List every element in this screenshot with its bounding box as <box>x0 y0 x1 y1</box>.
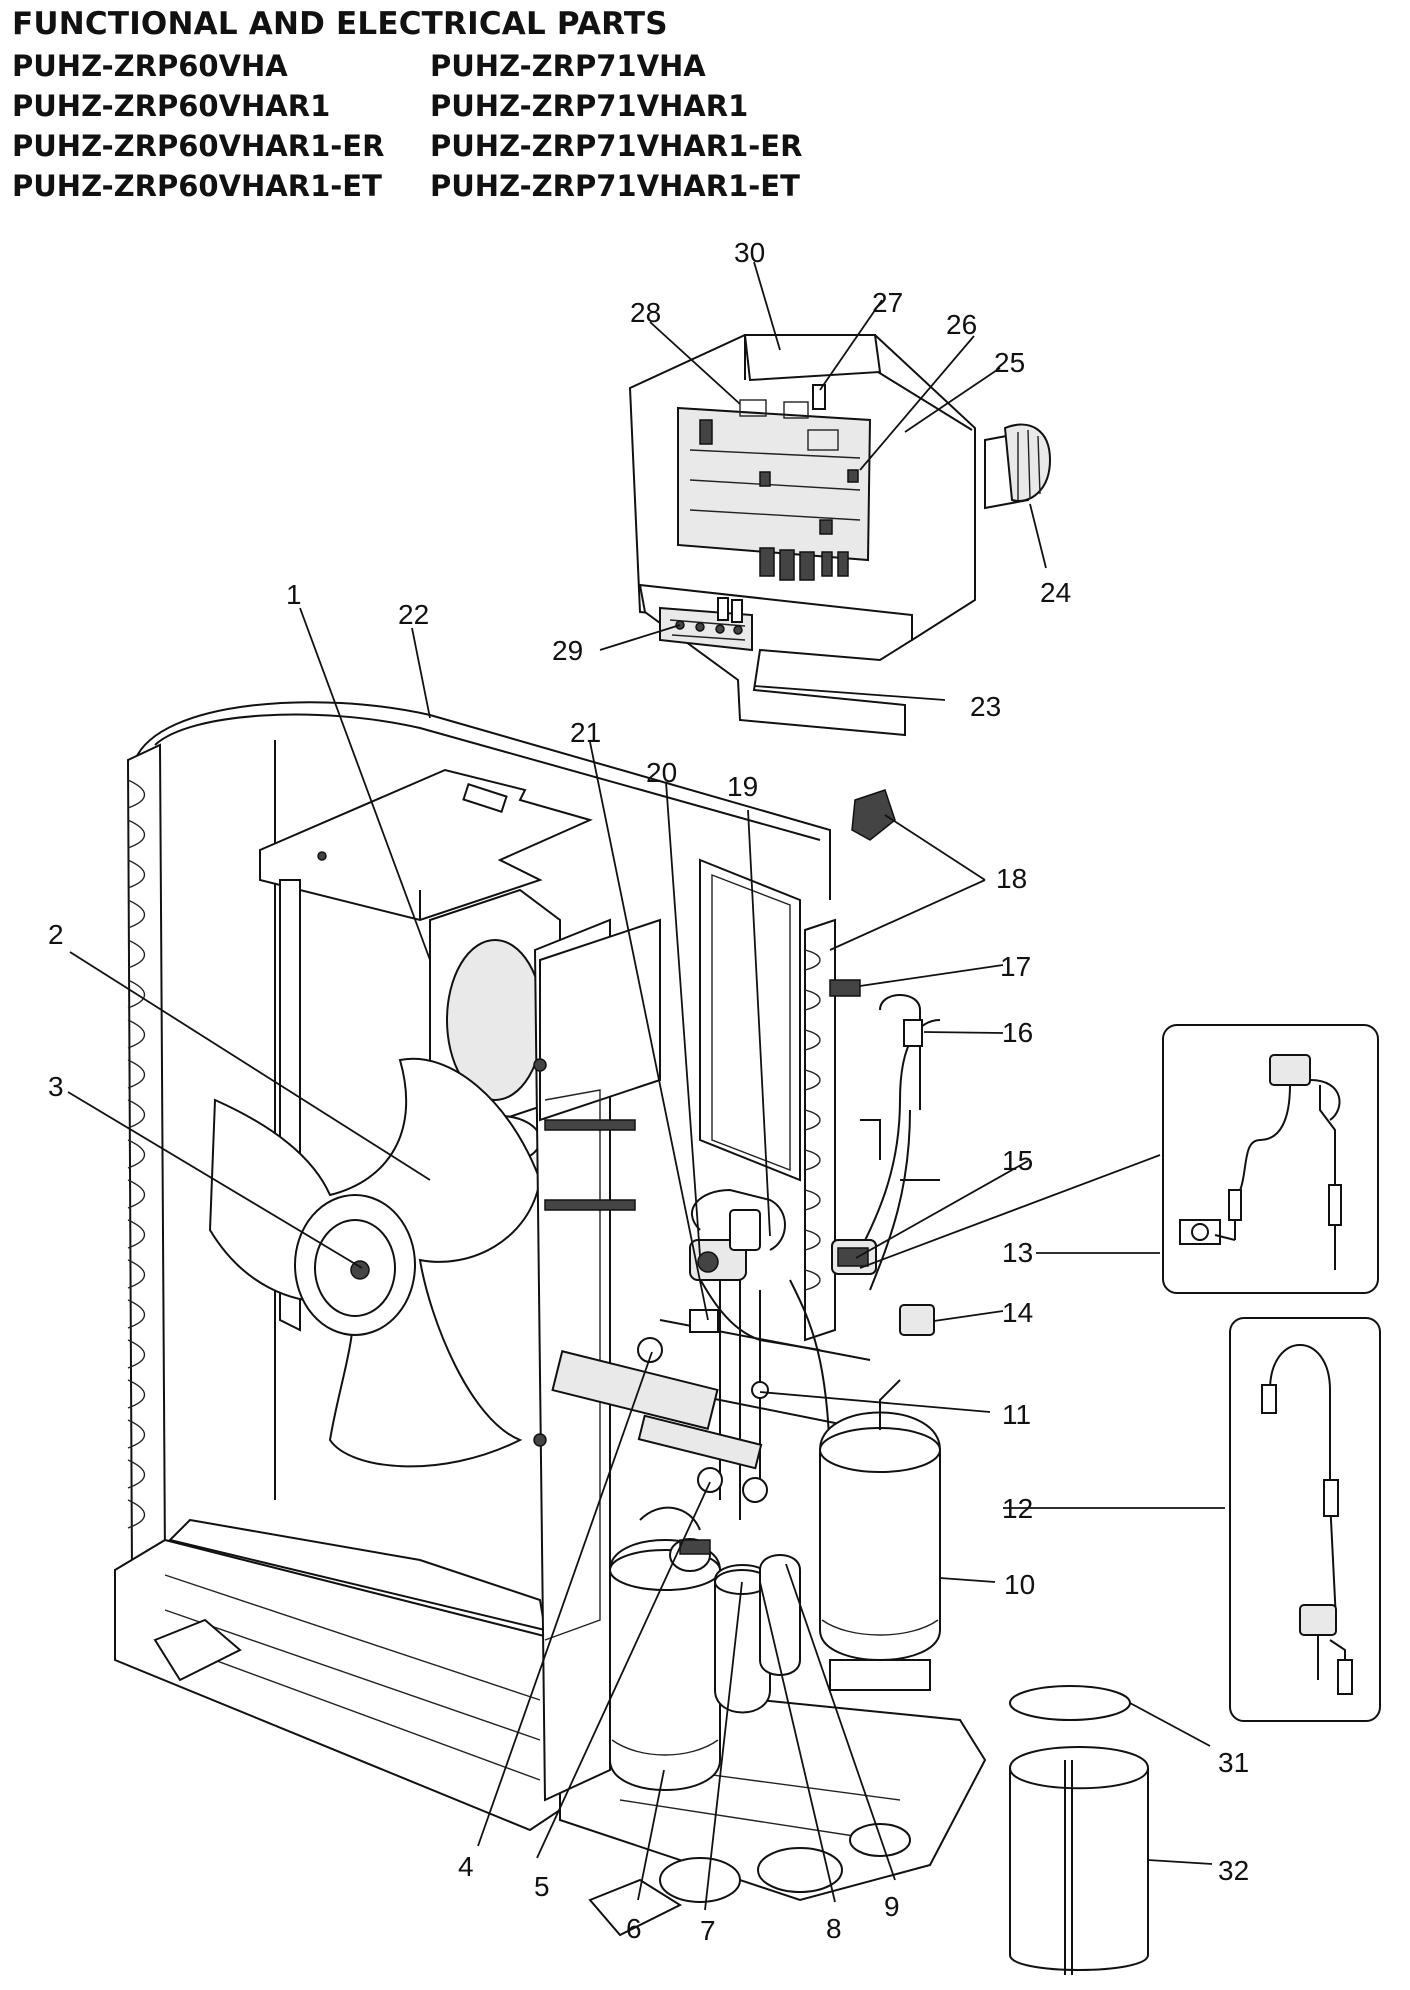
callout-30: 30 <box>734 237 765 268</box>
callout-10: 10 <box>1004 1569 1035 1600</box>
control-box <box>628 334 976 737</box>
callout-13: 13 <box>1002 1237 1033 1268</box>
model-name: PUHZ-ZRP71VHAR1-ER <box>430 129 803 163</box>
callout-26: 26 <box>946 309 977 340</box>
model-column-71: PUHZ-ZRP71VHA PUHZ-ZRP71VHAR1 PUHZ-ZRP71… <box>430 46 802 206</box>
model-name: PUHZ-ZRP60VHAR1-ET <box>12 169 382 203</box>
callout-28: 28 <box>630 297 661 328</box>
model-column-60: PUHZ-ZRP60VHA PUHZ-ZRP60VHAR1 PUHZ-ZRP60… <box>12 46 384 206</box>
model-name: PUHZ-ZRP71VHAR1 <box>430 89 749 123</box>
model-name: PUHZ-ZRP71VHAR1-ET <box>430 169 800 203</box>
leader-lines <box>67 261 1225 1911</box>
callout-11: 11 <box>1002 1399 1031 1430</box>
propeller-fan <box>208 1057 542 1468</box>
callout-labels: 1 2 3 4 5 6 7 8 9 10 11 12 13 14 15 16 1… <box>48 237 1249 1946</box>
callout-15: 15 <box>1002 1145 1033 1176</box>
valve-components <box>637 789 935 1503</box>
receiver-tank <box>714 1554 801 1714</box>
model-name: PUHZ-ZRP60VHAR1-ER <box>12 129 385 163</box>
callout-21: 21 <box>570 717 601 748</box>
header: FUNCTIONAL AND ELECTRICAL PARTS PUHZ-ZRP… <box>12 6 912 206</box>
model-name: PUHZ-ZRP60VHA <box>12 49 288 83</box>
callout-32: 32 <box>1218 1855 1249 1886</box>
callout-24: 24 <box>1040 577 1071 608</box>
accumulator <box>819 1379 941 1691</box>
callout-19: 19 <box>727 771 758 802</box>
compressor <box>609 1506 721 1791</box>
callout-7: 7 <box>700 1915 716 1946</box>
callout-4: 4 <box>458 1851 474 1882</box>
callout-2: 2 <box>48 919 64 950</box>
callout-31: 31 <box>1218 1747 1249 1778</box>
inset-valve-12 <box>1229 1317 1381 1722</box>
callout-20: 20 <box>646 757 677 788</box>
callout-29: 29 <box>552 635 583 666</box>
right-coil <box>804 918 836 1342</box>
callout-16: 16 <box>1002 1017 1033 1048</box>
callout-3: 3 <box>48 1071 64 1102</box>
rear-frame <box>699 858 801 1182</box>
callout-5: 5 <box>534 1871 550 1902</box>
callout-6: 6 <box>626 1913 642 1944</box>
callout-23: 23 <box>970 691 1001 722</box>
callout-9: 9 <box>884 1891 900 1922</box>
callout-27: 27 <box>872 287 903 318</box>
page-title: FUNCTIONAL AND ELECTRICAL PARTS <box>12 6 668 42</box>
callout-22: 22 <box>398 599 429 630</box>
model-name: PUHZ-ZRP71VHA <box>430 49 706 83</box>
callout-14: 14 <box>1002 1297 1033 1328</box>
callout-12: 12 <box>1002 1493 1033 1524</box>
inset-valve-13 <box>1162 1024 1379 1294</box>
callout-25: 25 <box>994 347 1025 378</box>
fan-motor <box>429 888 561 1165</box>
callout-17: 17 <box>1000 951 1031 982</box>
compressor-cover <box>1009 1685 1149 1975</box>
callout-8: 8 <box>826 1913 842 1944</box>
reactor-part <box>984 423 1052 510</box>
callout-18: 18 <box>996 863 1027 894</box>
model-name: PUHZ-ZRP60VHAR1 <box>12 89 331 123</box>
callout-1: 1 <box>286 579 302 610</box>
